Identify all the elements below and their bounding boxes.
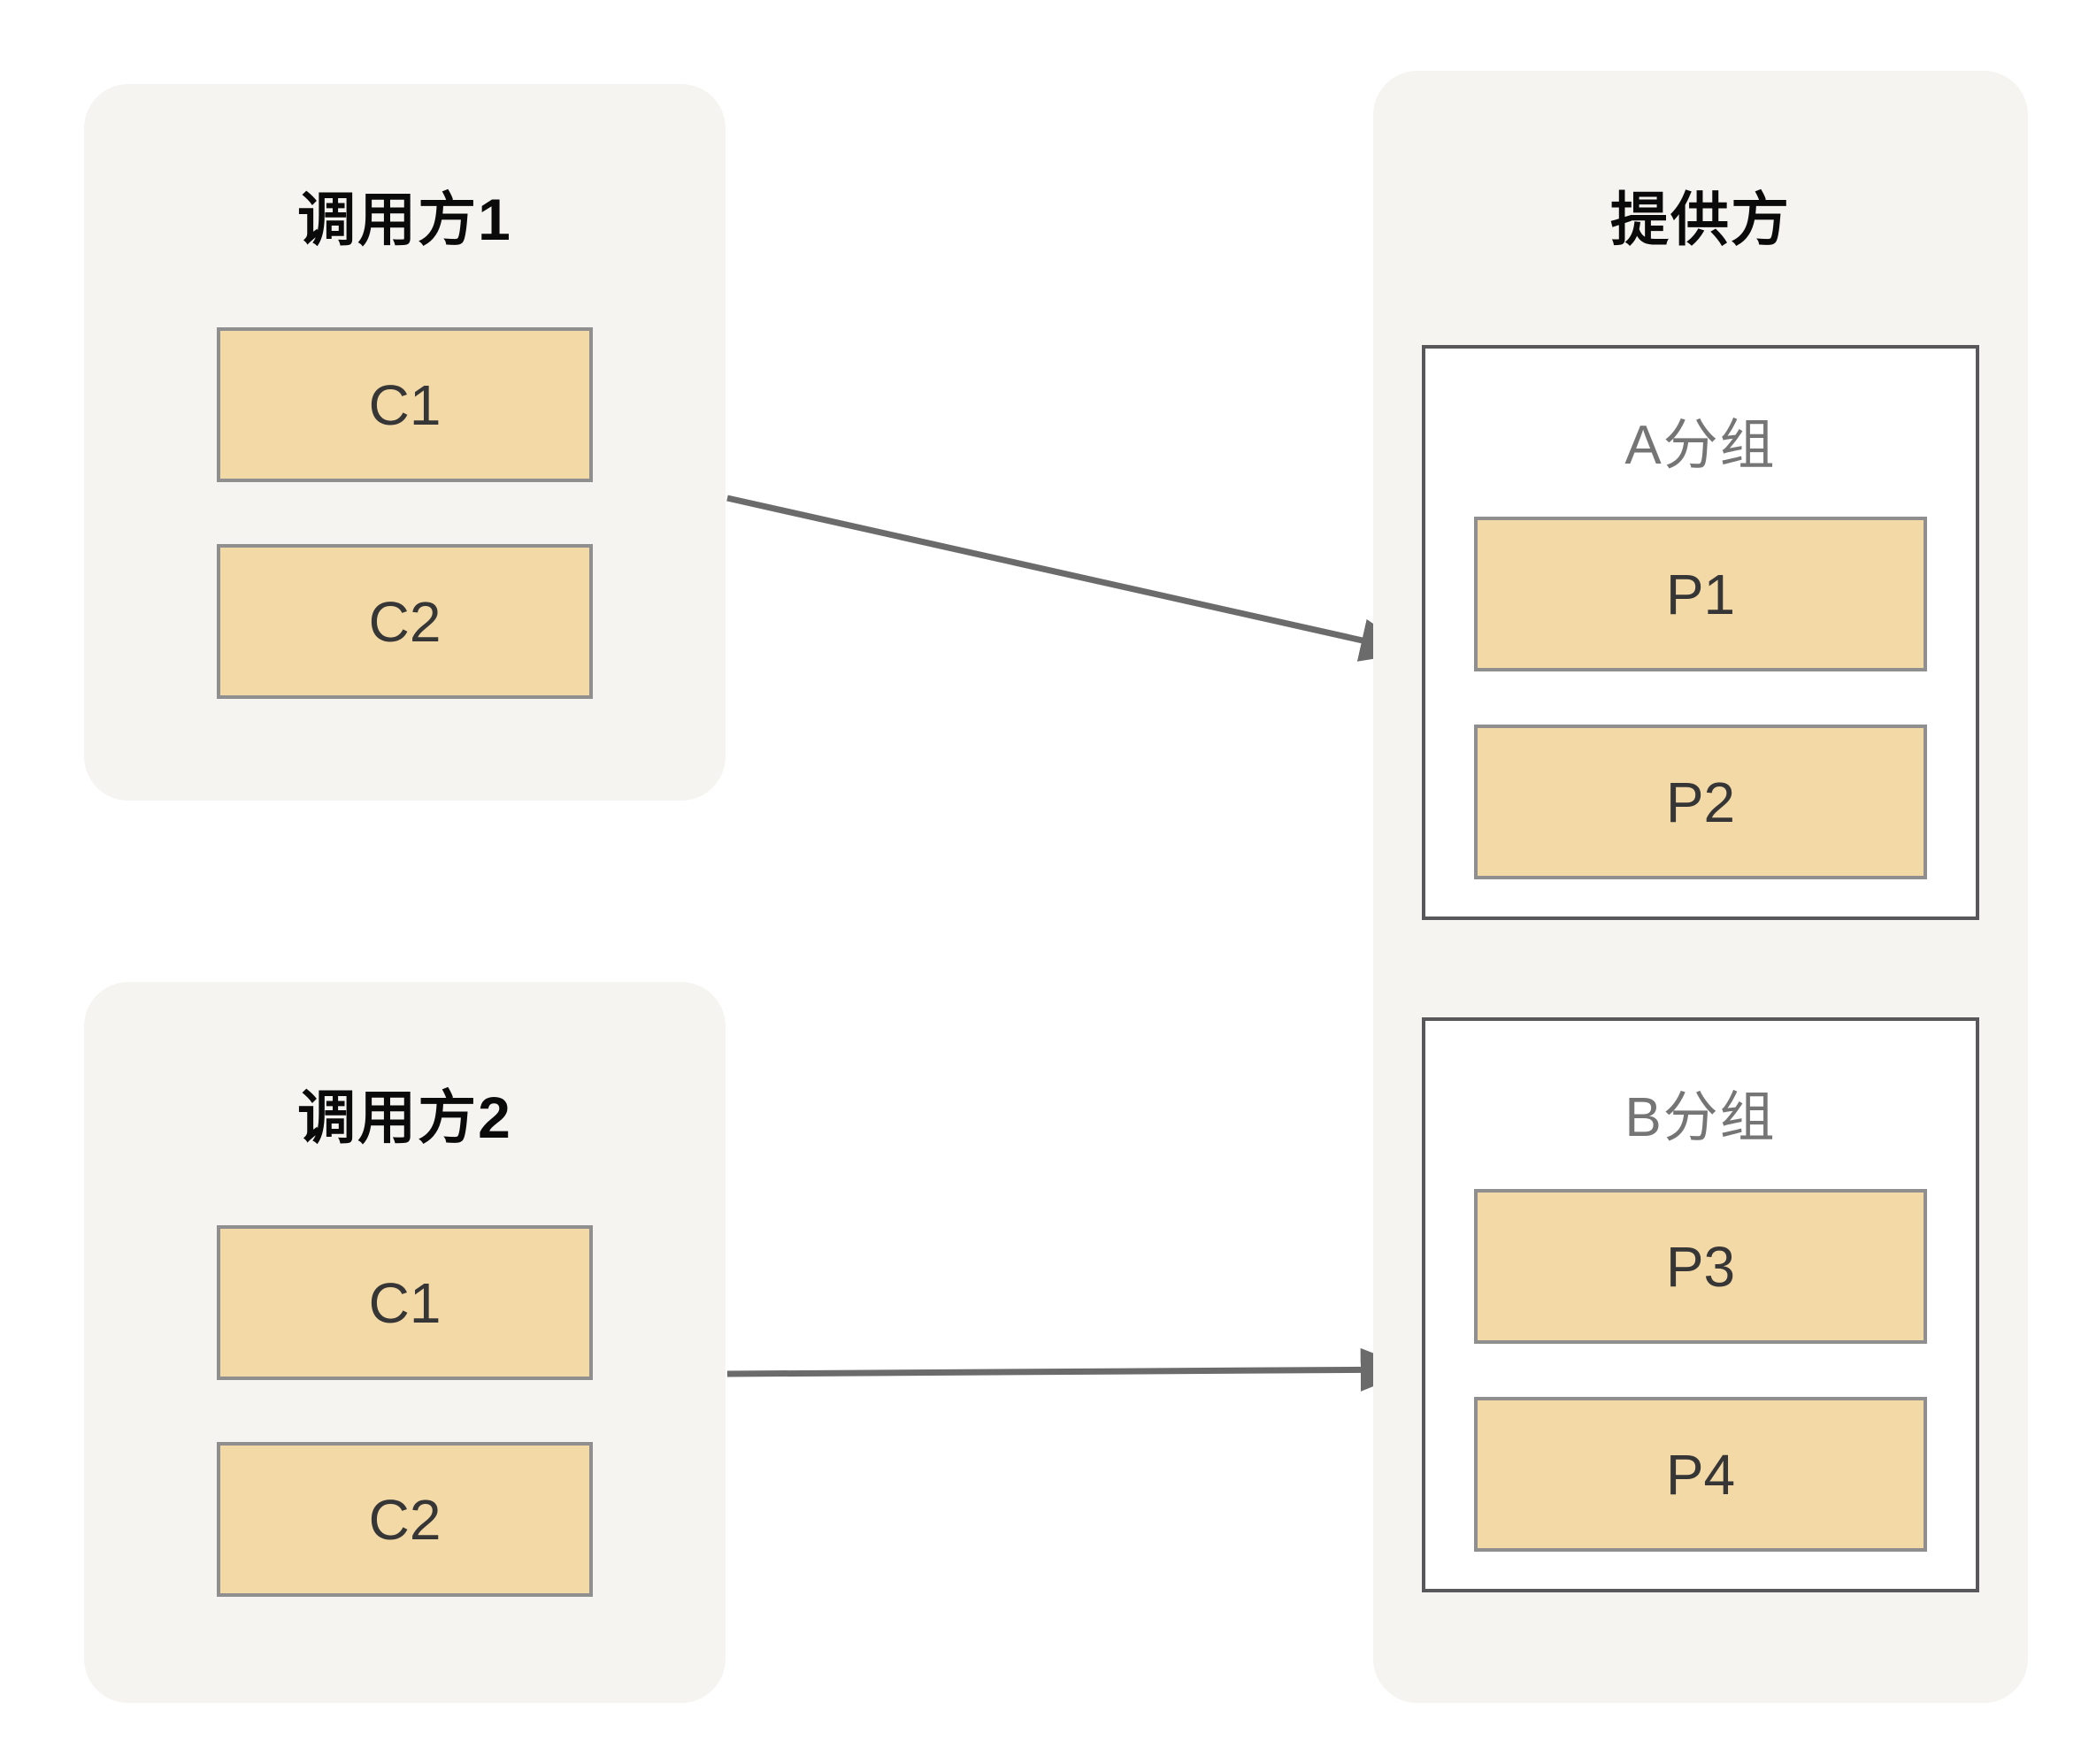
caller1-box-c1: C1 [217,327,593,482]
group-a-label: A分组 [1624,415,1777,476]
group-b-label: B分组 [1624,1087,1777,1148]
caller2-box-c1: C1 [217,1225,593,1380]
caller2-box-c2: C2 [217,1442,593,1597]
arrow-caller1-to-group-a [726,495,1416,662]
caller1-panel: 调用方1 C1 C2 [84,84,726,801]
group-b-box-p3: P3 [1474,1189,1927,1344]
provider-title: 提供方 [1610,187,1791,252]
arrow-caller2-to-group-b [726,1347,1416,1392]
caller1-title: 调用方1 [297,187,512,252]
group-b-container: B分组 P3 P4 [1422,1017,1979,1592]
group-b-box-p4: P4 [1474,1397,1927,1552]
caller1-box-c2: C2 [217,544,593,699]
group-a-container: A分组 P1 P2 [1422,345,1979,920]
group-a-box-p2: P2 [1474,725,1927,879]
caller2-panel: 调用方2 C1 C2 [84,982,726,1703]
group-a-box-p1: P1 [1474,517,1927,671]
provider-panel: 提供方 A分组 P1 P2 B分组 P3 P4 [1373,71,2028,1703]
caller2-title: 调用方2 [297,1085,512,1150]
